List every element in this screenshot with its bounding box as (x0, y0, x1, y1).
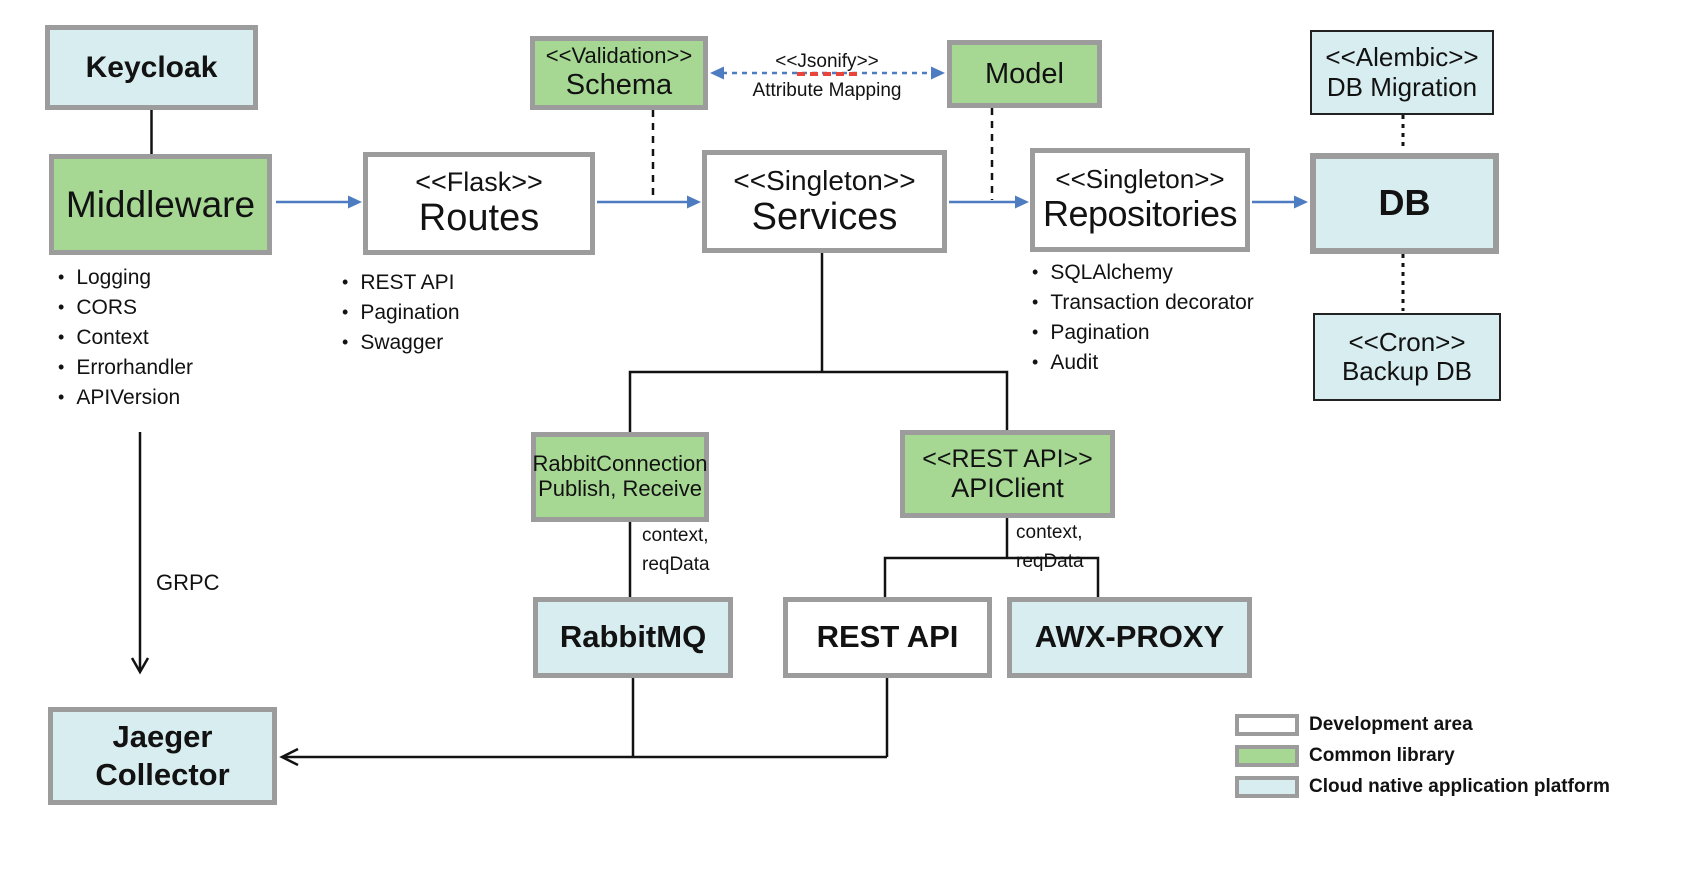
grpc-label: GRPC (156, 570, 220, 595)
rabbit-context-label: context, reqData (642, 521, 710, 579)
bullet-item: Transaction decorator (1032, 288, 1254, 318)
api-context-line1: context, (1016, 522, 1083, 543)
node-model: Model (947, 40, 1102, 108)
legend-label-cloud-platform: Cloud native application platform (1309, 776, 1610, 797)
bullet-item: REST API (342, 268, 460, 298)
jsonify-word: Jsonify (797, 51, 857, 76)
bullet-item: Pagination (342, 298, 459, 328)
bullet-item: Errorhandler (58, 353, 193, 383)
node-api-client-label: APIClient (951, 472, 1064, 503)
node-model-label: Model (985, 57, 1064, 90)
legend-label-development: Development area (1309, 714, 1473, 735)
legend-row-cloud-platform: Cloud native application platform (1235, 776, 1610, 798)
node-rabbitmq: RabbitMQ (533, 597, 733, 678)
bullet-item: Context (58, 323, 193, 353)
node-rabbit-connection-line1: RabbitConnection (532, 451, 708, 477)
node-db: DB (1310, 153, 1499, 254)
bullet-item: Audit (1032, 348, 1254, 378)
node-rest-api-label: REST API (816, 619, 959, 655)
attribute-mapping-label: Attribute Mapping (752, 80, 902, 101)
node-routes: <<Flask>> Routes (363, 152, 595, 255)
arrowhead-grpc-down (130, 657, 150, 675)
bullet-item: SQLAlchemy (1032, 258, 1254, 288)
arrowhead-middleware-routes (348, 195, 362, 209)
node-rabbit-connection-line2: Publish, Receive (538, 476, 702, 501)
node-services-label: Services (751, 195, 898, 238)
node-routes-stereotype: <<Flask>> (415, 167, 543, 198)
arrowhead-model-right (931, 66, 945, 80)
node-awx-proxy-label: AWX-PROXY (1034, 619, 1225, 655)
legend-row-development: Development area (1235, 714, 1610, 736)
node-middleware: Middleware (49, 154, 272, 255)
node-backup-db: <<Cron>> Backup DB (1313, 313, 1501, 401)
node-schema: <<Validation>> Schema (530, 36, 708, 110)
edge-apiclient-split (883, 518, 1100, 597)
node-schema-label: Schema (565, 69, 673, 102)
jsonify-prefix: << (775, 51, 798, 72)
routes-bullet-list: REST API Pagination Swagger (342, 268, 460, 358)
node-repositories-label: Repositories (1042, 193, 1238, 235)
node-services-stereotype: <<Singleton>> (733, 164, 916, 196)
bullet-item: Pagination (1032, 318, 1254, 348)
node-services: <<Singleton>> Services (702, 150, 947, 253)
middleware-bullet-list: Logging CORS Context Errorhandler APIVer… (58, 263, 193, 413)
node-db-label: DB (1378, 182, 1431, 224)
node-jaeger-line2: Collector (95, 757, 230, 792)
arrowhead-jaeger-left (279, 747, 299, 767)
bullet-item: Swagger (342, 328, 460, 358)
legend-swatch-development (1235, 714, 1299, 736)
node-rabbit-connection: RabbitConnection Publish, Receive (531, 432, 709, 522)
repositories-bullet-list: SQLAlchemy Transaction decorator Paginat… (1032, 258, 1254, 378)
node-api-client-stereotype: <<REST API>> (922, 444, 1093, 473)
api-context-label: context, reqData (1016, 518, 1084, 576)
rabbit-context-line2: reqData (642, 554, 710, 575)
rabbit-context-line1: context, (642, 525, 709, 546)
node-schema-stereotype: <<Validation>> (545, 43, 693, 69)
arrowhead-schema-left (710, 66, 724, 80)
node-rest-api: REST API (783, 597, 992, 678)
node-jaeger-line1: Jaeger (112, 719, 213, 755)
node-keycloak: Keycloak (45, 25, 258, 110)
node-rabbitmq-label: RabbitMQ (559, 619, 707, 655)
node-awx-proxy: AWX-PROXY (1007, 597, 1252, 678)
legend-row-common-library: Common library (1235, 745, 1610, 767)
bullet-item: CORS (58, 293, 193, 323)
node-routes-label: Routes (418, 197, 540, 240)
node-repositories-stereotype: <<Singleton>> (1055, 164, 1225, 195)
node-db-migration: <<Alembic>> DB Migration (1310, 30, 1494, 115)
node-db-migration-label: DB Migration (1326, 71, 1478, 102)
node-middleware-label: Middleware (65, 183, 256, 225)
arrowhead-repositories-db (1294, 195, 1308, 209)
arrowhead-services-repositories (1015, 195, 1029, 209)
edge-services-branch (628, 253, 1009, 432)
legend-label-common-library: Common library (1309, 745, 1455, 766)
arrowhead-routes-services (687, 195, 701, 209)
node-backup-db-stereotype: <<Cron>> (1348, 326, 1466, 357)
legend-swatch-common-library (1235, 745, 1299, 767)
node-keycloak-label: Keycloak (85, 50, 218, 84)
jsonify-label: <<Jsonify>> (722, 47, 932, 76)
node-repositories: <<Singleton>> Repositories (1030, 148, 1250, 252)
bullet-item: APIVersion (58, 383, 193, 413)
node-jaeger-collector: Jaeger Collector (48, 707, 277, 805)
legend: Development area Common library Cloud na… (1235, 714, 1610, 807)
jsonify-suffix: >> (856, 51, 879, 72)
node-backup-db-label: Backup DB (1341, 356, 1473, 386)
legend-swatch-cloud-platform (1235, 776, 1299, 798)
node-api-client: <<REST API>> APIClient (900, 430, 1115, 518)
node-db-migration-stereotype: <<Alembic>> (1325, 42, 1479, 73)
api-context-line2: reqData (1016, 551, 1084, 572)
bullet-item: Logging (58, 263, 193, 293)
